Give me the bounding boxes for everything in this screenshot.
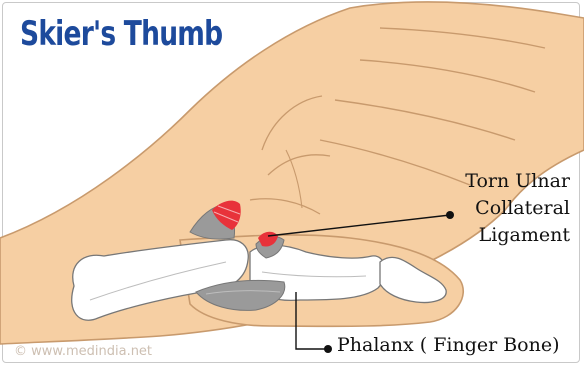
label-phalanx: Phalanx ( Finger Bone): [337, 334, 560, 356]
label-torn-ulnar-collateral-ligament: Torn Ulnar Collateral Ligament: [465, 168, 570, 249]
phalanx-leader-dot: [324, 345, 332, 353]
watermark: © www.medindia.net: [14, 344, 152, 359]
ucl-leader-dot: [446, 211, 454, 219]
label-ucl-line-3: Ligament: [465, 222, 570, 249]
label-ucl-line-2: Collateral: [465, 195, 570, 222]
label-ucl-line-1: Torn Ulnar: [465, 168, 570, 195]
diagram-title: Skier's Thumb: [20, 14, 222, 54]
